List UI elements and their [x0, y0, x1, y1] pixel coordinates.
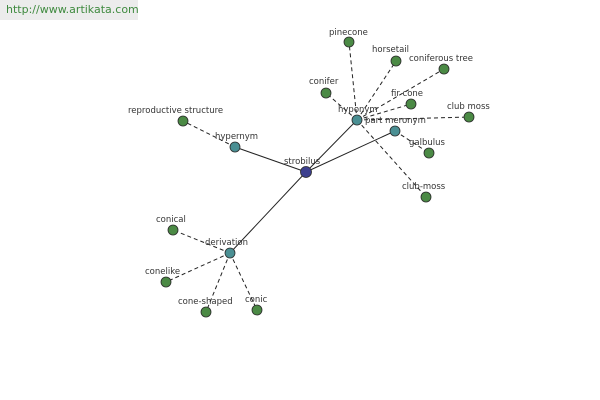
relation-nodes: hypernym hyponym part meronym derivation: [205, 105, 426, 259]
url-banner: http://www.artikata.com: [0, 0, 139, 20]
node-coniferous-tree[interactable]: coniferous tree: [409, 54, 473, 75]
node-dot: [420, 191, 432, 203]
node-strobilus-center[interactable]: strobilus: [284, 157, 321, 178]
node-conic[interactable]: conic: [245, 295, 268, 316]
node-label: fir cone: [391, 89, 423, 99]
node-label: club moss: [447, 102, 490, 112]
node-pinecone[interactable]: pinecone: [329, 28, 368, 48]
node-dot: [390, 55, 402, 67]
node-conical[interactable]: conical: [156, 215, 186, 236]
node-label: hypernym: [215, 132, 258, 142]
node-dot: [160, 276, 172, 288]
edge-hyponym-club-moss-2: [356, 119, 427, 198]
node-label: conelike: [145, 267, 180, 277]
node-label: conifer: [309, 77, 339, 87]
node-dot: [320, 87, 332, 99]
node-dot: [438, 63, 450, 75]
node-label: conical: [156, 215, 186, 225]
edge-derivation-conical: [172, 229, 231, 254]
node-conelike[interactable]: conelike: [145, 267, 180, 288]
node-derivation[interactable]: derivation: [205, 238, 248, 259]
node-hypernym[interactable]: hypernym: [215, 132, 258, 153]
site-url-link[interactable]: http://www.artikata.com: [6, 3, 139, 16]
node-club-moss[interactable]: club moss: [447, 102, 490, 123]
edge-hyponym-club-moss: [356, 116, 470, 121]
node-label: galbulus: [409, 138, 445, 148]
edge-derivation-conelike: [165, 252, 231, 283]
edge-hyponym-pinecone: [348, 41, 358, 121]
node-dot: [200, 306, 212, 318]
edge-hypernym-reproductive-structure: [182, 120, 236, 148]
node-label: cone-shaped: [178, 297, 233, 307]
leaf-nodes: reproductive structure pinecone conifer …: [128, 28, 490, 318]
node-dot: [251, 304, 263, 316]
edge-strobilus-part-meronym: [305, 130, 396, 173]
node-dot: [177, 115, 189, 127]
node-dot: [389, 125, 401, 137]
edge-hyponym-fir-cone: [356, 103, 412, 121]
node-dot: [405, 98, 417, 110]
edges-dashed: [165, 41, 470, 313]
edge-strobilus-derivation: [229, 171, 307, 254]
center-node-label: strobilus: [284, 157, 321, 167]
edge-hyponym-horsetail: [356, 60, 397, 121]
node-horsetail[interactable]: horsetail: [372, 45, 409, 67]
edge-derivation-cone-shaped: [205, 252, 231, 313]
node-conifer[interactable]: conifer: [309, 77, 339, 99]
node-label: reproductive structure: [128, 106, 223, 116]
node-label: coniferous tree: [409, 54, 473, 64]
node-dot: [343, 36, 355, 48]
node-galbulus[interactable]: galbulus: [409, 138, 445, 159]
node-dot: [224, 247, 236, 259]
node-part-meronym[interactable]: part meronym: [365, 116, 426, 137]
node-label: part meronym: [365, 116, 426, 126]
node-label: hyponym: [338, 105, 378, 115]
node-label: horsetail: [372, 45, 409, 55]
node-dot: [423, 147, 435, 159]
node-label: pinecone: [329, 28, 368, 38]
node-label: club-moss: [402, 182, 446, 192]
edge-derivation-conic: [229, 252, 258, 311]
node-dot: [167, 224, 179, 236]
node-dot: [351, 114, 363, 126]
center-node-dot: [300, 166, 312, 178]
node-label: derivation: [205, 238, 248, 248]
edges-solid: [229, 119, 396, 254]
node-cone-shaped[interactable]: cone-shaped: [178, 297, 233, 318]
edge-strobilus-hypernym: [234, 146, 307, 173]
edge-strobilus-hyponym: [305, 119, 358, 173]
node-fir-cone[interactable]: fir cone: [391, 89, 423, 110]
node-dot: [463, 111, 475, 123]
node-dot: [229, 141, 241, 153]
edge-hyponym-coniferous-tree: [356, 68, 445, 121]
node-hyponym[interactable]: hyponym: [338, 105, 378, 126]
node-club-moss-2[interactable]: club-moss: [402, 182, 446, 203]
node-label: conic: [245, 295, 268, 305]
node-reproductive-structure[interactable]: reproductive structure: [128, 106, 223, 127]
